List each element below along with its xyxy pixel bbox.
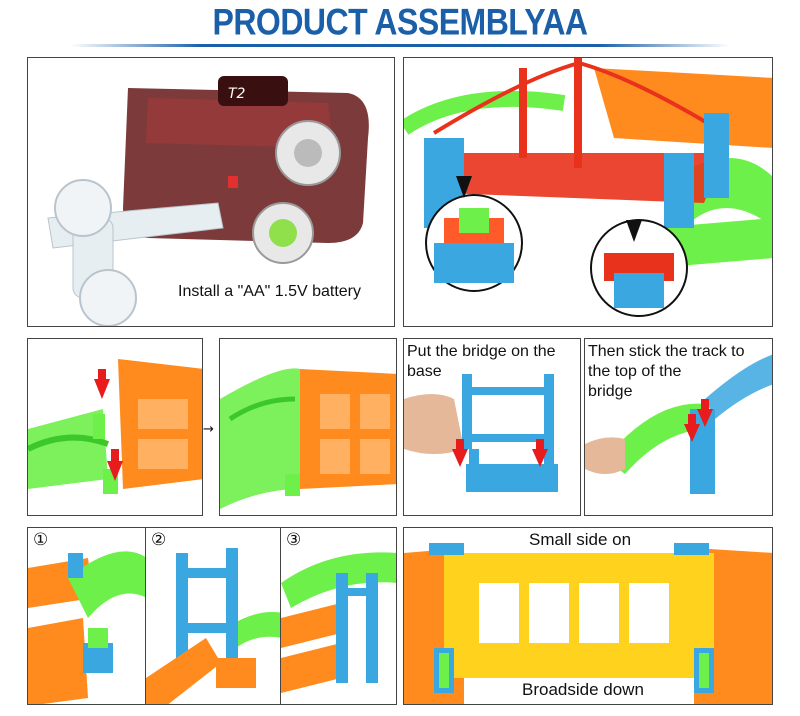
clip-before-illustration <box>28 359 202 494</box>
car-illustration: T2 <box>47 76 369 326</box>
yellow-track-illustration <box>404 543 772 704</box>
panel-step-1: ① <box>27 527 146 705</box>
broadside-caption: Broadside down <box>522 680 644 699</box>
step-1-illustration <box>28 551 145 704</box>
bridge-base-caption-2: base <box>407 363 442 380</box>
step-1-number: ① <box>33 530 49 550</box>
panel-clip-after <box>219 338 397 516</box>
title-underline <box>70 44 730 47</box>
stick-track-caption-1: Then stick the track to <box>588 343 745 360</box>
bridge-illustration <box>404 58 772 317</box>
panel-bridge-overview <box>403 57 773 327</box>
panel-stick-track: Then stick the track to the top of the b… <box>584 338 773 516</box>
battery-caption: Install a "AA" 1.5V battery <box>178 283 362 300</box>
arrow-right-icon: → <box>203 422 214 437</box>
stick-track-caption-3: bridge <box>588 383 633 400</box>
page-title: PRODUCT ASSEMBLYAA <box>212 1 588 43</box>
panel-track-sides: Small side on Broadside down <box>403 527 773 705</box>
panel-step-2: ② <box>145 527 282 705</box>
panel-install-battery: T2 Install a "AA" 1.5V battery <box>27 57 395 327</box>
svg-text:T2: T2 <box>228 86 246 102</box>
panel-step-3: ③ <box>280 527 397 705</box>
stick-track-caption-2: the top of the <box>588 363 682 380</box>
clip-after-illustration <box>220 368 396 509</box>
step-3-illustration <box>281 552 396 693</box>
panel-clip-before <box>27 338 203 516</box>
bridge-base-caption-1: Put the bridge on the <box>407 343 556 360</box>
bridge-base-illustration <box>404 374 558 492</box>
stick-track-illustration <box>585 354 772 494</box>
small-side-caption: Small side on <box>529 530 632 549</box>
step-2-illustration <box>146 548 281 704</box>
step-3-number: ③ <box>286 530 302 550</box>
step-2-number: ② <box>151 530 167 550</box>
panel-bridge-on-base: Put the bridge on the base <box>403 338 581 516</box>
